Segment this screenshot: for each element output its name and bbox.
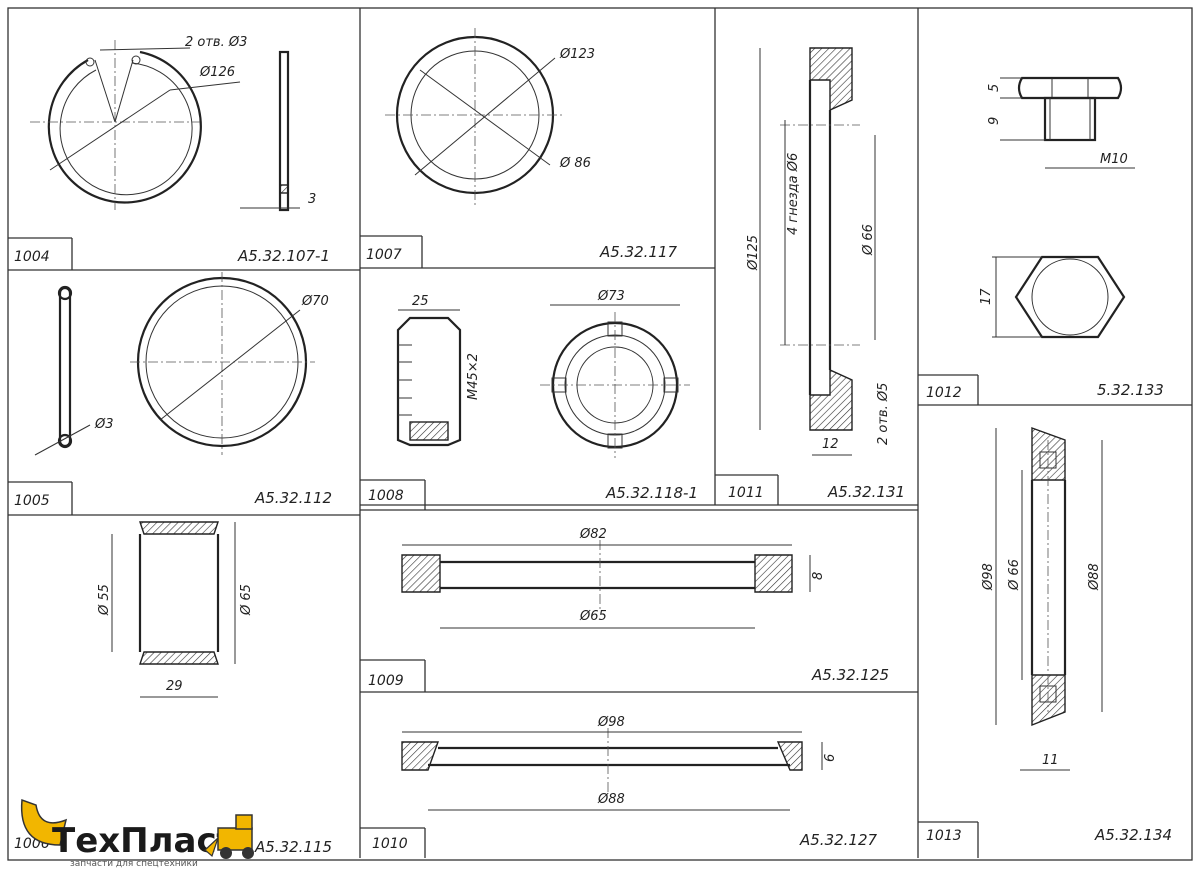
logo-tagline: запчасти для спецтехники xyxy=(70,859,198,869)
drawing-code: А5.32.117 xyxy=(599,243,678,261)
part-1010: Ø98 Ø88 6 1010 А5.32.127 xyxy=(372,715,878,852)
excavator-bucket-icon xyxy=(20,798,68,846)
dim-head: 5 xyxy=(987,84,1002,92)
drawing-code: А5.32.112 xyxy=(254,489,332,507)
drawing-code: А5.32.134 xyxy=(1094,826,1172,844)
part-1009: Ø82 Ø65 8 1009 А5.32.125 xyxy=(368,527,889,689)
part-number: 1011 xyxy=(728,485,764,501)
dim-height: 25 xyxy=(412,294,429,309)
dim-holes: 2 отв. Ø3 xyxy=(185,35,247,50)
part-number: 1009 xyxy=(368,673,404,689)
part-1013: Ø98 Ø 66 Ø88 11 1013 А5.32.134 xyxy=(926,427,1172,844)
part-number: 1010 xyxy=(372,836,408,852)
dim-thickness: 3 xyxy=(308,192,316,207)
part-1006: Ø 55 Ø 65 29 1006 А5.32.115 xyxy=(14,521,332,856)
dim-thickness: 6 xyxy=(823,754,838,762)
part-1007: Ø123 Ø 86 1007 А5.32.117 xyxy=(366,28,678,263)
dim-inner: Ø 55 xyxy=(97,584,112,616)
dim-diameter: Ø70 xyxy=(301,294,329,309)
dim-outer: Ø125 xyxy=(746,235,761,271)
dim-inner: Ø 66 xyxy=(861,224,876,256)
brand-logo: ТехПласт запчасти для спецтехники xyxy=(20,798,254,869)
part-1012: 5 9 M10 17 1012 5.32.133 xyxy=(926,76,1164,401)
dim-outer: Ø 65 xyxy=(239,584,254,616)
part-1004: 2 отв. Ø3 Ø126 3 1004 А5.32.107-1 xyxy=(14,35,330,265)
drawing-code: 5.32.133 xyxy=(1097,381,1164,399)
dim-outer: Ø98 xyxy=(981,563,996,591)
logo-wordmark: ТехПласт xyxy=(52,821,237,861)
dim-outer: Ø82 xyxy=(579,527,607,542)
dim-inner: Ø88 xyxy=(597,792,625,807)
dim-outer: Ø123 xyxy=(559,47,595,62)
dim-thread: M10 xyxy=(1100,152,1128,167)
part-number: 1005 xyxy=(14,493,50,509)
dim-section: Ø3 xyxy=(94,417,114,432)
part-number: 1013 xyxy=(926,828,962,844)
part-number: 1004 xyxy=(14,249,50,265)
dim-width: 11 xyxy=(1042,753,1059,768)
part-1005: Ø70 Ø3 1005 А5.32.112 xyxy=(14,272,332,509)
part-number: 1008 xyxy=(368,488,404,504)
dim-diameter: Ø126 xyxy=(199,65,235,80)
sheet-frame xyxy=(7,7,1193,861)
dim-inner: Ø 66 xyxy=(1007,559,1022,591)
part-number: 1012 xyxy=(926,385,962,401)
dim-thread: M45×2 xyxy=(466,353,481,400)
dim-hex: 17 xyxy=(979,288,994,305)
part-number: 1007 xyxy=(366,247,402,263)
dim-outer: Ø98 xyxy=(597,715,625,730)
dim-shank: 9 xyxy=(987,117,1002,125)
drawing-code: А5.32.131 xyxy=(827,483,905,501)
drawing-code: А5.32.125 xyxy=(811,666,889,684)
dim-mid: Ø88 xyxy=(1087,563,1102,591)
dim-inner: Ø65 xyxy=(579,609,607,624)
dim-holes: 2 отв. Ø5 xyxy=(876,383,891,445)
dim-thickness: 8 xyxy=(811,572,826,580)
dim-diameter: Ø73 xyxy=(597,289,625,304)
loader-icon xyxy=(204,814,254,859)
drawing-code: А5.32.118-1 xyxy=(605,484,698,502)
part-1008: 25 M45×2 Ø73 1008 А5.32.118-1 xyxy=(368,289,698,504)
drawing-code: А5.32.127 xyxy=(799,831,878,849)
dim-sockets: 4 гнезда Ø6 xyxy=(786,153,801,235)
part-1011: Ø125 4 гнезда Ø6 Ø 66 2 отв. Ø5 12 1011 … xyxy=(728,47,905,501)
dim-length: 29 xyxy=(166,679,183,694)
drawing-code: А5.32.107-1 xyxy=(237,247,330,265)
drawing-code: А5.32.115 xyxy=(254,838,332,856)
dim-inner: Ø 86 xyxy=(559,156,591,171)
dim-width: 12 xyxy=(822,437,839,452)
